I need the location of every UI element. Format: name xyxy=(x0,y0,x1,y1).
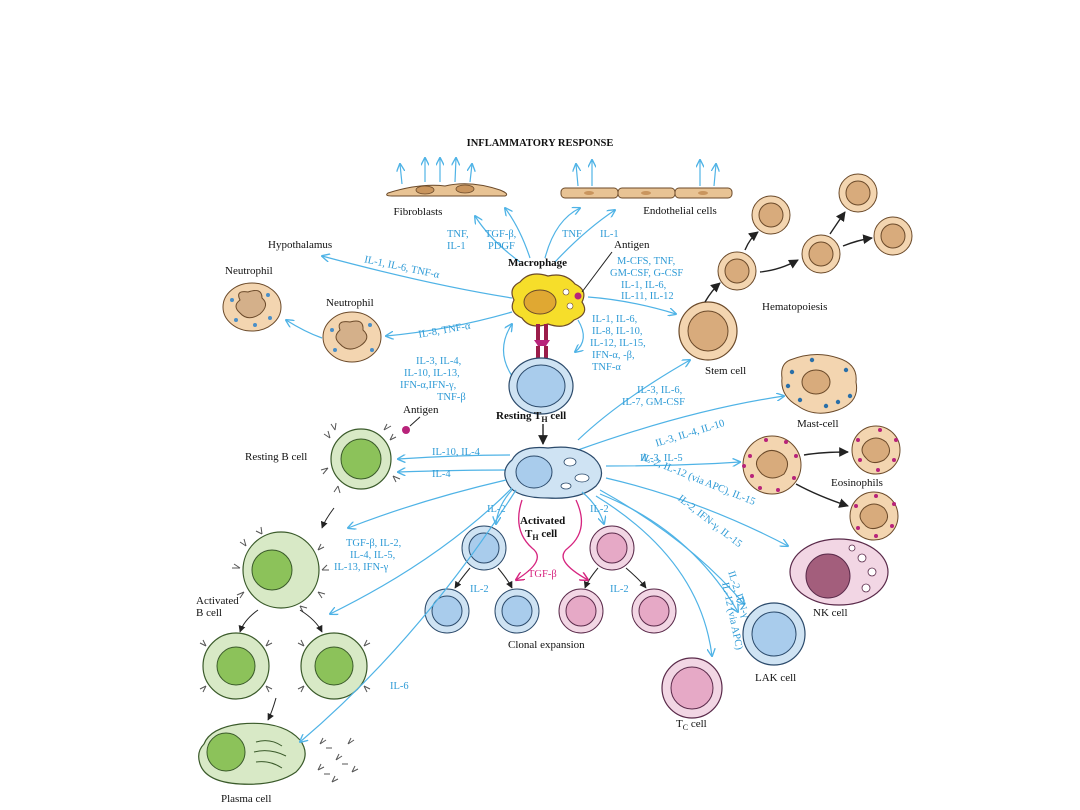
clonal-expansion-cells xyxy=(424,525,677,634)
neutrophil-label-2: Neutrophil xyxy=(326,297,374,309)
hypothalamus-label: Hypothalamus xyxy=(268,239,332,251)
resting-th-cell xyxy=(508,357,574,415)
antigen-b-label: Antigen xyxy=(403,404,439,416)
cytokine-tnf-il1-fib-1: TNF, xyxy=(447,229,469,240)
lak-cell-label: LAK cell xyxy=(755,672,796,684)
cytokine-th-from-mac-2: IL-8, IL-10, xyxy=(592,326,642,337)
cytokine-tgfb-pdgf-1: TGF-β, xyxy=(485,229,516,240)
cytokine-stem-from-th-1: IL-3, IL-6, xyxy=(637,385,682,396)
lak-cell xyxy=(742,602,806,666)
cytokine-il2-bl: IL-2 xyxy=(470,584,489,595)
neutrophil-cell-2 xyxy=(322,311,382,363)
resting-b-label: Resting B cell xyxy=(245,451,307,463)
daughter-b-cells xyxy=(199,609,371,721)
activated-b-label-2: B cell xyxy=(196,607,222,619)
resting-b-cell xyxy=(320,422,410,494)
cytokine-stem-from-th-2: IL-7, GM-CSF xyxy=(622,397,685,408)
cytokine-tnf-endo: TNF xyxy=(562,229,582,240)
clonal-expansion-label: Clonal expansion xyxy=(508,639,585,651)
hematopoiesis-label: Hematopoiesis xyxy=(762,301,827,313)
cytokine-il6-plasma: IL-6 xyxy=(390,681,409,692)
neutrophil-label-1: Neutrophil xyxy=(225,265,273,277)
endothelial-illustration xyxy=(560,160,733,199)
tc-cell-label: TC cell xyxy=(676,718,707,732)
endothelial-label: Endothelial cells xyxy=(643,205,717,217)
fibroblasts-illustration xyxy=(386,158,508,197)
antigen-top-label: Antigen xyxy=(614,239,650,251)
activated-th-label-1: Activated xyxy=(520,515,565,527)
cytokine-nk: IL-2, IL-12 (via APC), IL-15 xyxy=(640,452,757,508)
fibroblasts-label: Fibroblasts xyxy=(394,206,443,218)
eosinophils-label: Eosinophils xyxy=(831,477,883,489)
cytokine-mast: IL-3, IL-4, IL-10 xyxy=(654,418,726,449)
macrophage-label: Macrophage xyxy=(508,257,567,269)
plasma-cell-label: Plasma cell xyxy=(221,793,271,805)
cytokine-activated-b-2: IL-4, IL-5, xyxy=(350,550,395,561)
cytokine-stem-1: M-CFS, TNF, xyxy=(617,256,675,267)
cytokine-th-from-mac-4: IFN-α, -β, xyxy=(592,350,635,361)
mast-cell xyxy=(781,354,858,414)
cytokine-hypothalamus: IL-1, IL-6, TNF-α xyxy=(363,254,441,281)
cytokine-il4: IL-4 xyxy=(432,469,451,480)
cytokine-eos: IL-3, IL-5 xyxy=(640,453,683,464)
cytokine-il2-left: IL-2 xyxy=(487,504,506,515)
cytokine-tgfb-center: TGF-β xyxy=(528,569,557,580)
hematopoiesis-cells xyxy=(704,173,913,303)
cytokine-il1-endo: IL-1 xyxy=(600,229,619,240)
activated-b-cell xyxy=(232,526,329,613)
mast-cell-label: Mast-cell xyxy=(797,418,839,430)
cytokine-b-cell: IL-10, IL-4 xyxy=(432,447,481,458)
neutrophil-cell-1 xyxy=(222,282,282,332)
stem-cell-label: Stem cell xyxy=(705,365,746,377)
macrophage-cell xyxy=(511,273,586,327)
activated-th-label-2: TH cell xyxy=(525,528,557,542)
plasma-cell xyxy=(198,722,359,785)
cytokine-tgfb-pdgf-2: PDGF xyxy=(488,241,515,252)
cytokine-activated-b-3: IL-13, IFN-γ xyxy=(334,562,389,573)
stem-cell xyxy=(678,301,738,361)
cytokine-stem-3: IL-1, IL-6, xyxy=(621,280,666,291)
cytokine-neutrophil: IL-8, TNF-α xyxy=(418,321,472,341)
cytokine-stem-2: GM-CSF, G-CSF xyxy=(610,268,683,279)
nk-cell-label: NK cell xyxy=(813,607,848,619)
cytokine-lak: IL-2, IFN-γ, IL-15 xyxy=(675,493,743,550)
cytokine-il2-right: IL-2 xyxy=(590,504,609,515)
cytokine-activated-b-1: TGF-β, IL-2, xyxy=(346,538,401,549)
cytokine-il2-br: IL-2 xyxy=(610,584,629,595)
cytokine-th-from-mac-1: IL-1, IL-6, xyxy=(592,314,637,325)
cytokine-stem-4: IL-11, IL-12 xyxy=(621,291,674,302)
mhc-tcr-link xyxy=(534,324,550,358)
activated-th-cell xyxy=(504,446,603,499)
cytokine-th-from-mac-5: TNF-α xyxy=(592,362,621,373)
nk-cell xyxy=(789,538,889,606)
cytokine-tnf-il1-fib-2: IL-1 xyxy=(447,241,466,252)
activated-b-label-1: Activated xyxy=(196,595,239,607)
cytokine-mac-from-th-3: IFN-α,IFN-γ, xyxy=(400,380,456,391)
eosinophil-cells xyxy=(742,425,901,541)
diagram-title: INFLAMMATORY RESPONSE xyxy=(467,138,614,149)
cytokine-th-from-mac-3: IL-12, IL-15, xyxy=(590,338,646,349)
cytokine-mac-from-th-4: TNF-β xyxy=(437,392,466,403)
resting-th-label: Resting TH cell xyxy=(496,410,566,424)
tc-cell xyxy=(661,657,723,719)
cytokine-mac-from-th-2: IL-10, IL-13, xyxy=(404,368,460,379)
cytokine-mac-from-th-1: IL-3, IL-4, xyxy=(416,356,461,367)
